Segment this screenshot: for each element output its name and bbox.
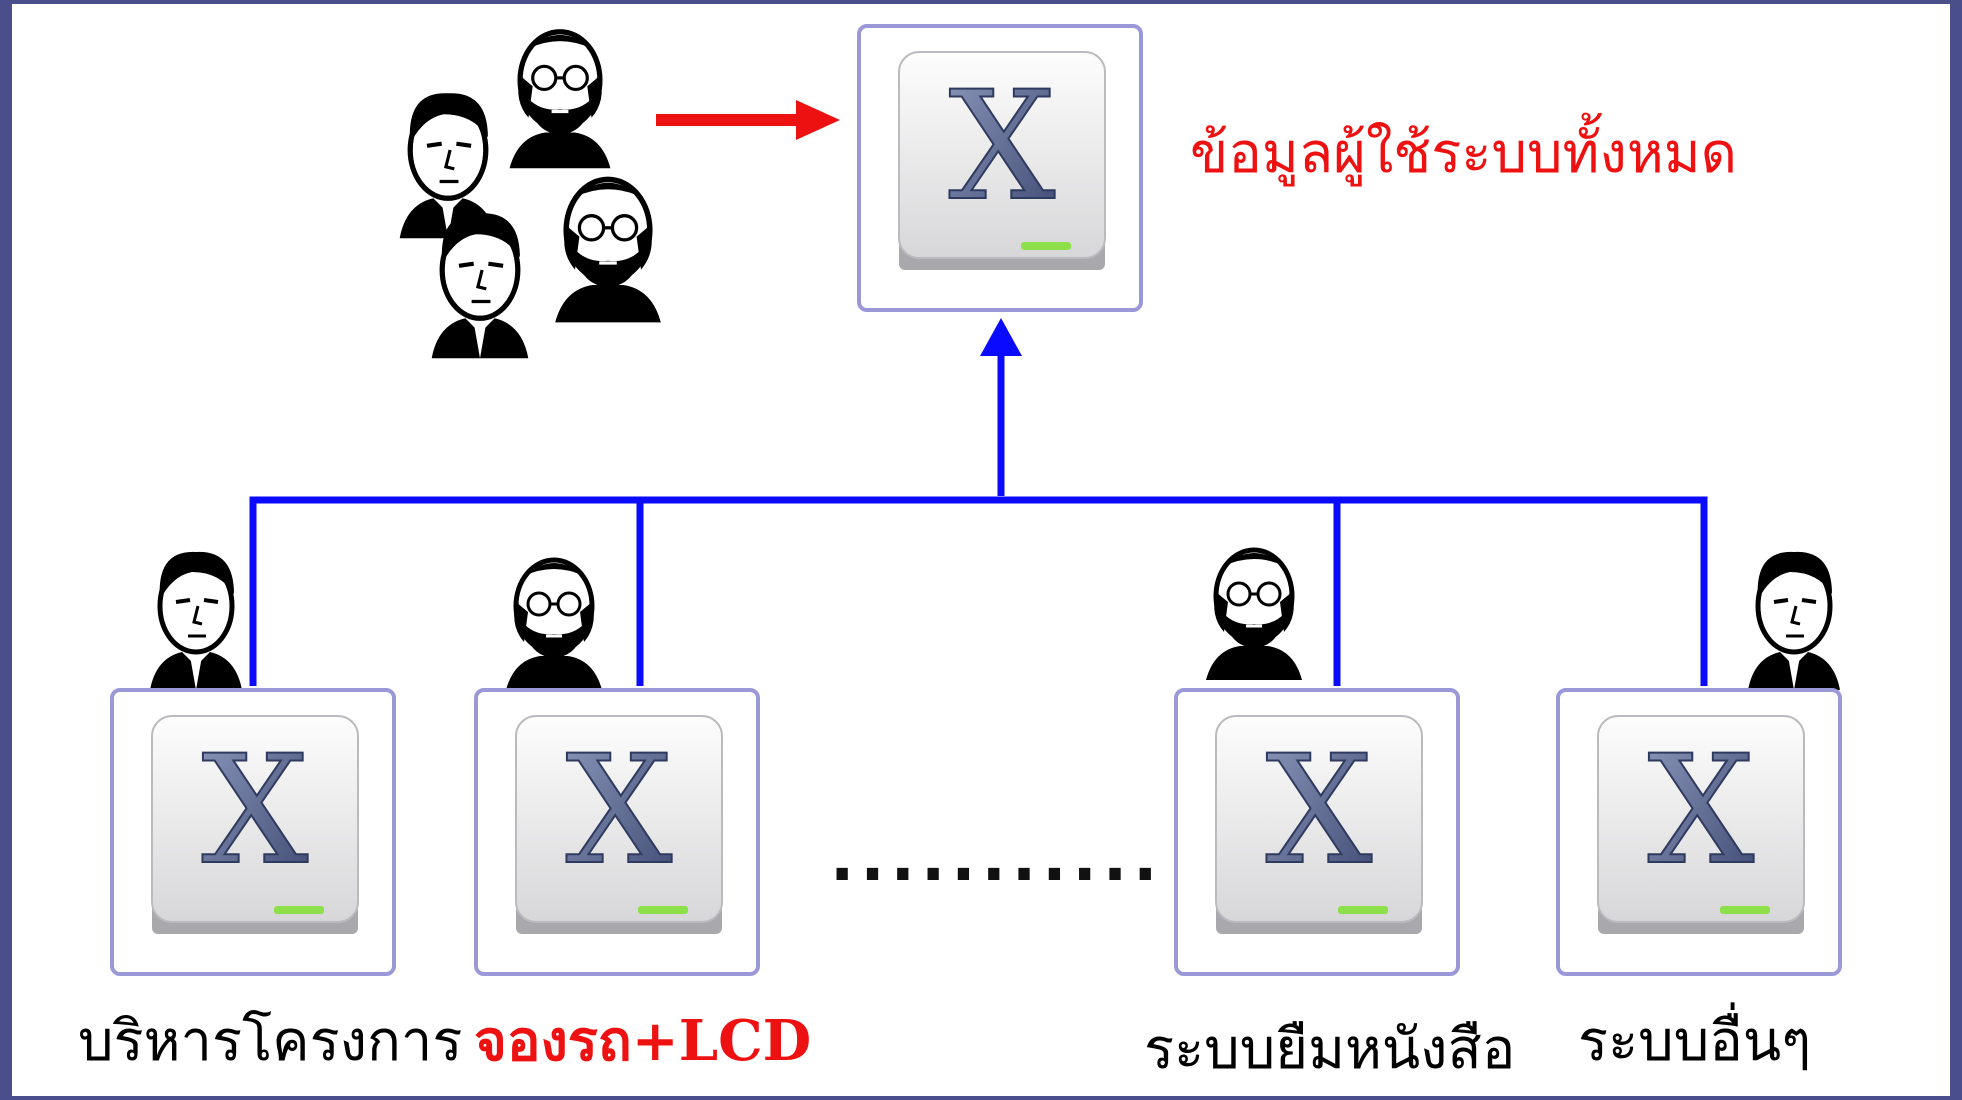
subsystem-box-library[interactable]: X	[1174, 688, 1460, 976]
ellipsis: ...........	[830, 822, 1164, 896]
user-person-icon	[1748, 552, 1840, 690]
red-arrow	[656, 100, 840, 140]
central-database[interactable]: X	[857, 24, 1143, 312]
subsystem-label-other: ระบบอื่นๆ	[1578, 1009, 1812, 1074]
user-person-icon	[150, 552, 242, 690]
connector-tree	[249, 350, 1708, 686]
drive-letter: X	[202, 724, 309, 898]
subsystem-box-project[interactable]: X	[110, 688, 396, 976]
central-caption: ข้อมูลผู้ใช้ระบบทั้งหมด	[1190, 121, 1738, 186]
users-group	[400, 32, 661, 358]
subsystem-box-booking[interactable]: X	[474, 688, 760, 976]
subsystem-label-library: ระบบยืมหนังสือ	[1144, 1017, 1516, 1082]
user-glasses-icon	[1206, 550, 1302, 680]
drive-letter: X	[949, 60, 1056, 234]
subsystem-label-project: บริหารโครงการ	[78, 1009, 463, 1074]
subsystem-label-booking: จองรถ+LCD	[474, 1008, 812, 1074]
subsystem-box-other[interactable]: X	[1556, 688, 1842, 976]
drive-letter: X	[1648, 724, 1755, 898]
drive-letter: X	[1266, 724, 1373, 898]
drive-letter: X	[566, 724, 673, 898]
hard-drive-x-icon: X	[1597, 715, 1805, 934]
hard-drive-x-icon: X	[151, 715, 359, 934]
hard-drive-x-icon: X	[1215, 715, 1423, 934]
up-arrow	[980, 318, 1022, 356]
hard-drive-x-icon: X	[515, 715, 723, 934]
hard-drive-x-icon: X	[898, 51, 1106, 270]
user-glasses-icon	[506, 560, 602, 690]
